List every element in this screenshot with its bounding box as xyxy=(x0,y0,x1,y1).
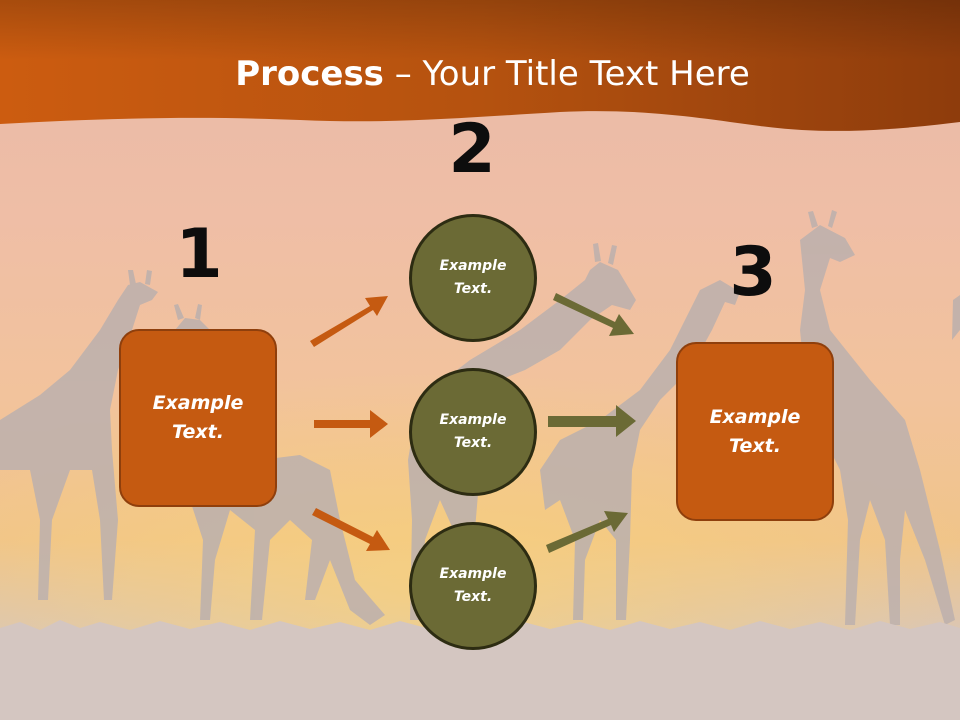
slide-title: Process – Your Title Text Here xyxy=(0,52,960,96)
process-circle-top-text: Example Text. xyxy=(439,258,507,297)
arrow-down-right-olive xyxy=(553,293,634,336)
process-box-1[interactable]: Example Text. xyxy=(119,329,277,507)
ground xyxy=(0,620,960,720)
arrow-right-olive xyxy=(548,405,636,437)
process-box-3-text: Example Text. xyxy=(709,405,801,457)
process-circle-middle-text: Example Text. xyxy=(439,412,507,451)
step-number-1: 1 xyxy=(175,215,223,294)
process-box-3[interactable]: Example Text. xyxy=(676,342,834,521)
process-box-1-text: Example Text. xyxy=(152,392,244,443)
arrow-up-right-orange xyxy=(310,296,388,347)
step-number-3: 3 xyxy=(729,233,777,312)
process-circle-bottom[interactable]: Example Text. xyxy=(409,522,537,650)
process-circle-bottom-text: Example Text. xyxy=(439,566,507,605)
process-circle-middle[interactable]: Example Text. xyxy=(409,368,537,496)
title-rest: – Your Title Text Here xyxy=(383,54,750,94)
olive-arrows xyxy=(546,293,636,553)
process-circle-top[interactable]: Example Text. xyxy=(409,214,537,342)
arrow-right-orange xyxy=(314,410,388,438)
arrow-up-right-olive xyxy=(546,511,628,553)
arrow-down-right-orange xyxy=(312,508,390,551)
step-number-2: 2 xyxy=(448,110,496,189)
orange-arrows xyxy=(310,296,390,551)
title-bold: Process xyxy=(235,54,384,94)
